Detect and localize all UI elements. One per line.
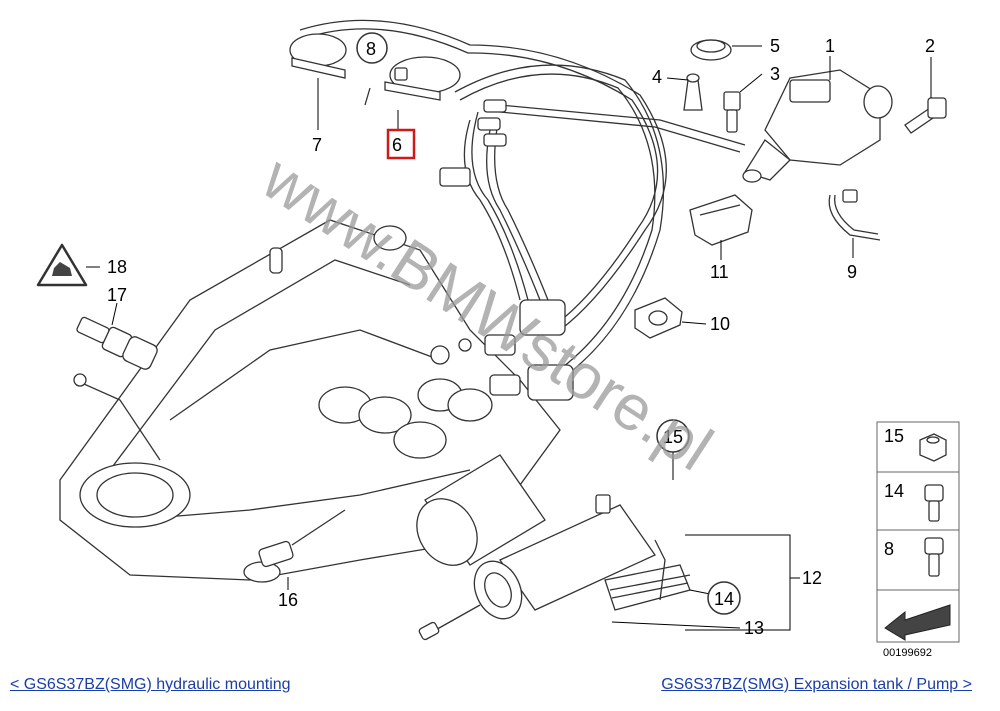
legend-label-15: 15 — [884, 426, 904, 446]
callout-8: 8 — [366, 39, 376, 59]
line-connectors — [439, 99, 574, 401]
bolt-8-icon — [924, 537, 944, 577]
pressure-accumulator — [416, 454, 546, 566]
part-2-bolt — [904, 97, 947, 134]
callout-10: 10 — [710, 314, 730, 334]
part-17-sensor — [76, 316, 158, 370]
part-10-clip — [634, 297, 683, 339]
legend-label-8: 8 — [884, 539, 894, 559]
part-6-sensor — [364, 56, 461, 106]
callout-6: 6 — [392, 135, 402, 155]
callout-1: 1 — [825, 36, 835, 56]
arrow-icon — [884, 604, 951, 641]
previous-page-link[interactable]: < GS6S37BZ(SMG) hydraulic mounting — [10, 676, 291, 693]
next-page-link[interactable]: GS6S37BZ(SMG) Expansion tank / Pump > — [661, 676, 972, 693]
gearbox-assembly — [59, 219, 561, 581]
part-9-cable-tie — [828, 189, 881, 241]
callout-7: 7 — [312, 135, 322, 155]
callout-18: 18 — [107, 257, 127, 277]
callout-6-highlight — [386, 128, 416, 160]
callout-4: 4 — [652, 67, 662, 87]
part-7-sensor — [289, 33, 347, 90]
part-1-pump — [742, 69, 893, 183]
callout-9: 9 — [847, 262, 857, 282]
callout-14: 14 — [714, 589, 734, 609]
callout-15: 15 — [663, 427, 683, 447]
part-16-sensor — [243, 509, 346, 583]
callout-11: 11 — [710, 262, 729, 282]
callouts: 1 2 3 4 5 6 7 8 9 10 11 12 13 14 15 16 1… — [107, 32, 935, 638]
hydraulic-lines — [299, 19, 746, 381]
fastener-legend: 15 14 8 00199692 — [876, 421, 960, 659]
part-11-bracket — [689, 194, 753, 246]
callout-3: 3 — [770, 64, 780, 84]
nut-icon — [919, 433, 947, 462]
part-3-screw — [723, 91, 741, 133]
part-5-cap — [690, 39, 732, 61]
callout-17: 17 — [107, 285, 127, 305]
part-4-nipple — [683, 73, 703, 111]
callout-2: 2 — [925, 36, 935, 56]
callout-16: 16 — [278, 590, 298, 610]
callout-12: 12 — [802, 568, 822, 588]
callout-5: 5 — [770, 36, 780, 56]
part-18-warning-label — [36, 243, 88, 287]
callout-13: 13 — [744, 618, 764, 638]
diagram-code: 00199692 — [883, 647, 932, 659]
part-12-slave-cylinder — [418, 494, 691, 641]
solenoid-block — [318, 378, 493, 459]
legend-label-14: 14 — [884, 481, 904, 501]
bolt-14-icon — [924, 484, 944, 522]
leader-lines — [86, 45, 932, 631]
